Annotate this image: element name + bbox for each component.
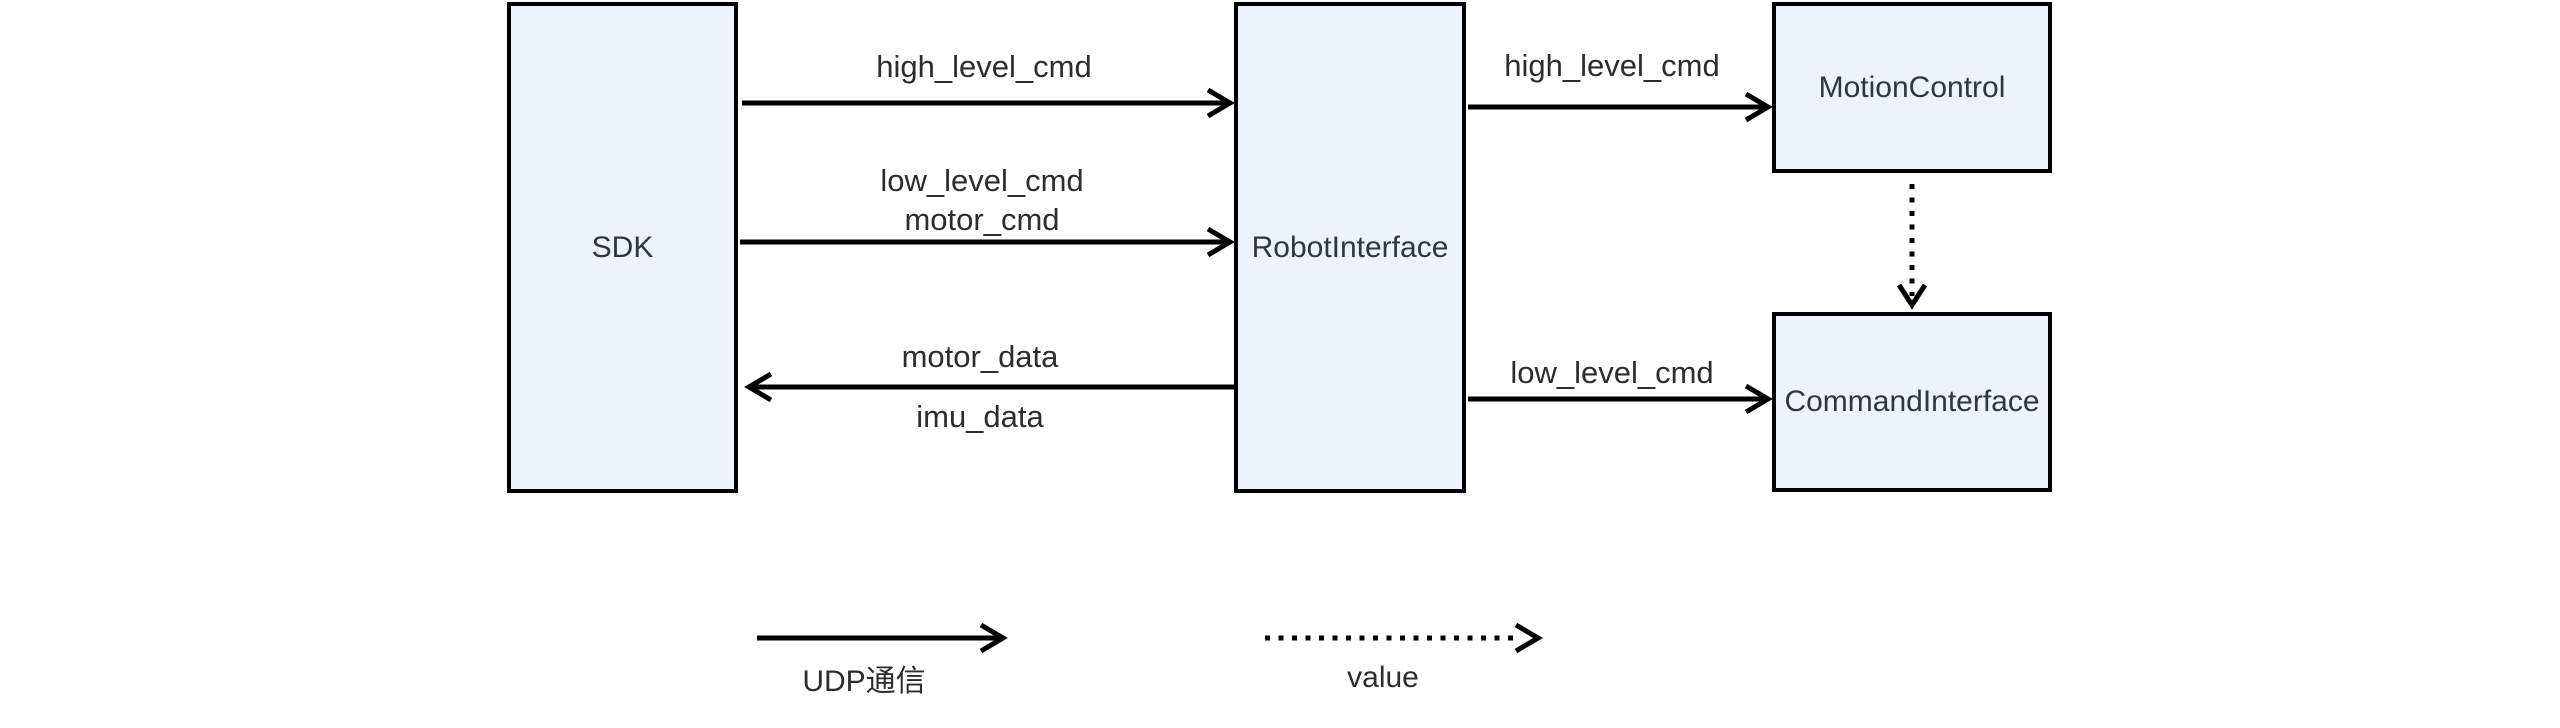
- node-sdk: SDK: [507, 2, 738, 493]
- node-robot-interface: RobotInterface: [1234, 2, 1466, 493]
- edge-label-low-level-cmd-right: low_level_cmd: [1510, 355, 1714, 390]
- edge-sdk-to-robotinterface-high-level-cmd: [742, 87, 1235, 119]
- legend-solid-label: UDP通信: [802, 665, 926, 698]
- edge-label-motor-cmd: motor_cmd: [904, 202, 1060, 237]
- edge-label-motor-data: motor_data: [901, 339, 1059, 374]
- edge-label-imu-data: imu_data: [916, 399, 1044, 434]
- edge-label-high-level-cmd-left: high_level_cmd: [876, 49, 1092, 84]
- edge-robotinterface-to-commandinterface: [1468, 383, 1773, 415]
- node-motion-control: MotionControl: [1772, 2, 2052, 173]
- node-motion-control-label: MotionControl: [1818, 70, 2006, 104]
- edge-label-high-level-cmd-right: high_level_cmd: [1504, 48, 1720, 83]
- node-sdk-label: SDK: [591, 230, 654, 264]
- node-command-interface: CommandInterface: [1772, 312, 2052, 492]
- edge-robotinterface-to-sdk-motor-data: [744, 371, 1236, 403]
- node-command-interface-label: CommandInterface: [1784, 385, 2040, 418]
- legend-dotted-arrow: [1265, 622, 1543, 654]
- legend-solid-arrow: [757, 622, 1008, 654]
- edge-sdk-to-robotinterface-low-level-cmd: [740, 226, 1235, 258]
- node-robot-interface-label: RobotInterface: [1251, 230, 1449, 264]
- edge-motioncontrol-to-commandinterface-dotted: [1896, 184, 1928, 310]
- edge-robotinterface-to-motioncontrol: [1468, 91, 1773, 123]
- legend-dotted-label: value: [1347, 661, 1419, 694]
- edge-label-low-level-cmd-left: low_level_cmd: [880, 163, 1084, 198]
